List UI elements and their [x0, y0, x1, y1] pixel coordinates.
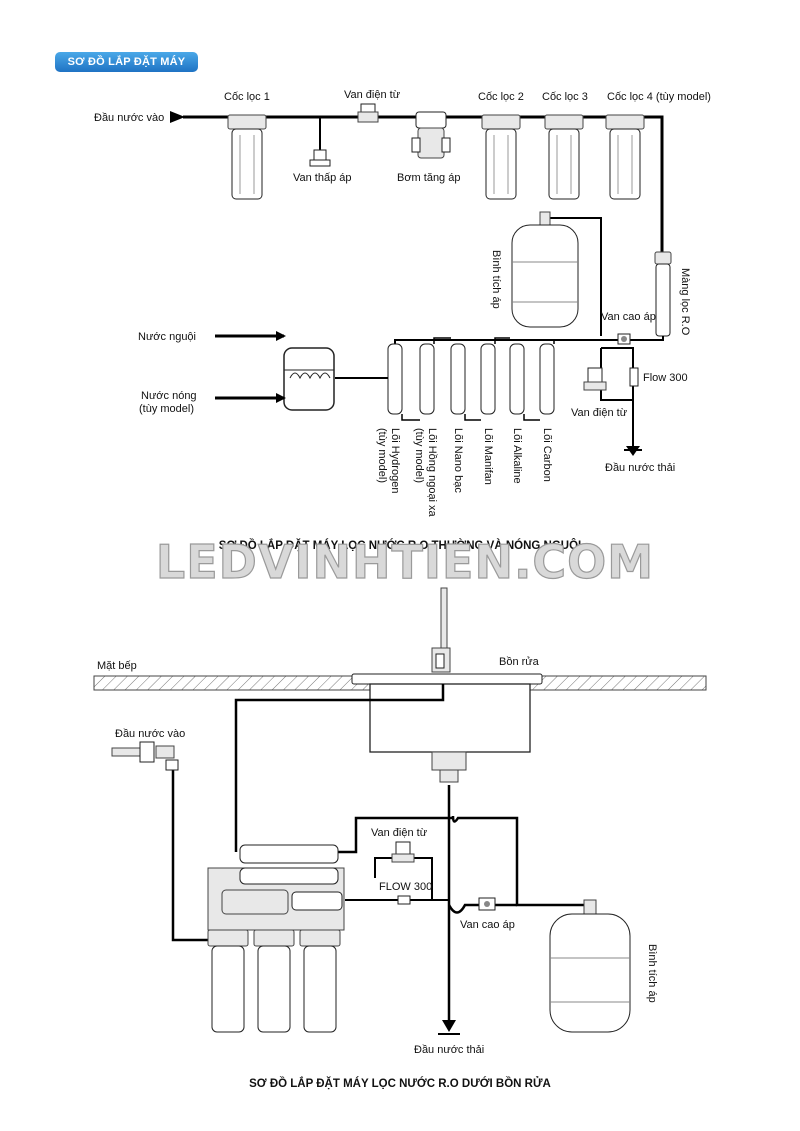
filter-housing-3 [544, 114, 584, 200]
core-filters [387, 343, 555, 415]
core-far-infrared [419, 343, 435, 415]
drain-label: Đầu nước thải [605, 462, 675, 474]
diagram1-title: SƠ ĐỒ LẮP ĐẶT MÁY LỌC NƯỚC R.O THƯỜNG VÀ… [219, 539, 581, 552]
low-pressure-label: Van thấp áp [293, 172, 352, 184]
filter1-label: Cốc lọc 1 [224, 91, 270, 103]
inlet-label: Đầu nước vào [94, 112, 164, 124]
solenoid-bottom-label: Van điện từ [571, 407, 628, 419]
core-hydrogen [387, 343, 403, 415]
section-header-badge: SƠ ĐỒ LẮP ĐẶT MÁY [55, 52, 198, 72]
pressure-tank-icon [511, 211, 579, 328]
filter-housing-2 [481, 114, 521, 200]
booster-pump-icon [411, 111, 451, 159]
hot-water-model-label: (tùy model) [139, 403, 194, 415]
drain-arrow-icon [626, 446, 640, 456]
core-manifan [480, 343, 496, 415]
core-nano-silver [450, 343, 466, 415]
cold-water-label: Nước nguội [138, 331, 196, 343]
core-label-hydrogen: Lõi Hydrogen [389, 428, 401, 493]
filter3-label: Cốc lọc 3 [542, 91, 588, 103]
filter4-label: Cốc lọc 4 (tùy model) [607, 91, 711, 103]
high-pressure-label: Van cao áp [601, 311, 656, 323]
solenoid-valve-bottom-icon [583, 367, 607, 391]
pressure-tank-label: Bình tích áp [490, 250, 502, 309]
sink-label: Bồn rửa [499, 656, 540, 668]
pressure-tank-under-sink-icon [549, 899, 631, 1033]
solenoid-under-sink-label: Van điện từ [371, 827, 428, 839]
pressure-tank-under-sink-label: Bình tích áp [646, 944, 658, 1003]
core-label-manifan: Lõi Manifan [482, 428, 494, 485]
booster-pump-label: Bơm tăng áp [397, 172, 460, 184]
diagram-under-sink: Mặt bếp Bồn rửa [93, 587, 707, 1090]
solenoid-valve-icon [357, 103, 379, 123]
under-sink-filter-housing-3 [299, 929, 341, 1033]
high-pressure-valve-icon [617, 333, 631, 345]
sink-icon [351, 673, 543, 783]
under-sink-filter-housing-1 [207, 929, 249, 1033]
diagram-ro-standard: Đầu nước vào Cốc lọc 1 Van thấp áp Va [94, 89, 711, 552]
high-pressure-under-sink-label: Van cao áp [460, 919, 515, 931]
drain-arrow-under-sink-icon [442, 1020, 456, 1032]
core-label-alkaline: Lõi Alkaline [511, 428, 523, 484]
core-carbon [539, 343, 555, 415]
drain-under-sink-label: Đầu nước thải [414, 1044, 484, 1056]
flow-restrictor-icon [629, 367, 639, 387]
high-pressure-valve-under-sink-icon [478, 897, 496, 911]
flow-label: Flow 300 [643, 372, 688, 384]
ro-machine-icon [207, 844, 345, 931]
filter2-label: Cốc lọc 2 [478, 91, 524, 103]
main-inlet-pipe [183, 115, 664, 255]
core-label-nano-silver: Lõi Nano bạc [452, 428, 464, 493]
core-label-far-infrared-model: (tùy model) [413, 428, 425, 483]
inlet-valve-icon [111, 741, 179, 771]
core-label-carbon: Lõi Carbon [541, 428, 553, 482]
solenoid-top-label: Van điện từ [344, 89, 401, 101]
flow-restrictor-under-sink-icon [397, 895, 411, 905]
under-sink-filter-housing-2 [253, 929, 295, 1033]
hot-water-label: Nước nóng [141, 390, 197, 402]
inlet-arrow-icon [170, 111, 185, 123]
diagram2-title: SƠ ĐỒ LẮP ĐẶT MÁY LỌC NƯỚC R.O DƯỚI BỒN … [249, 1077, 551, 1090]
filter-housing-4 [605, 114, 645, 200]
countertop-label: Mặt bếp [97, 660, 137, 672]
solenoid-valve-under-sink-icon [391, 841, 415, 863]
flow-under-sink-label: FLOW 300 [379, 881, 432, 893]
filter-housing-1 [227, 114, 267, 200]
core-label-far-infrared: Lõi Hồng ngoại xa [426, 428, 438, 518]
ro-membrane-label: Màng lọc R.O [679, 268, 691, 336]
low-pressure-switch-icon [309, 149, 331, 167]
core-alkaline [509, 343, 525, 415]
ro-membrane-icon [654, 251, 672, 337]
inlet-label-under-sink: Đầu nước vào [115, 728, 185, 740]
faucet-icon [431, 587, 451, 673]
watermark-text: LEDVINHTIEN.COM [156, 535, 654, 589]
core-label-hydrogen-model: (tùy model) [376, 428, 388, 483]
hot-cold-tank-icon [283, 347, 335, 411]
